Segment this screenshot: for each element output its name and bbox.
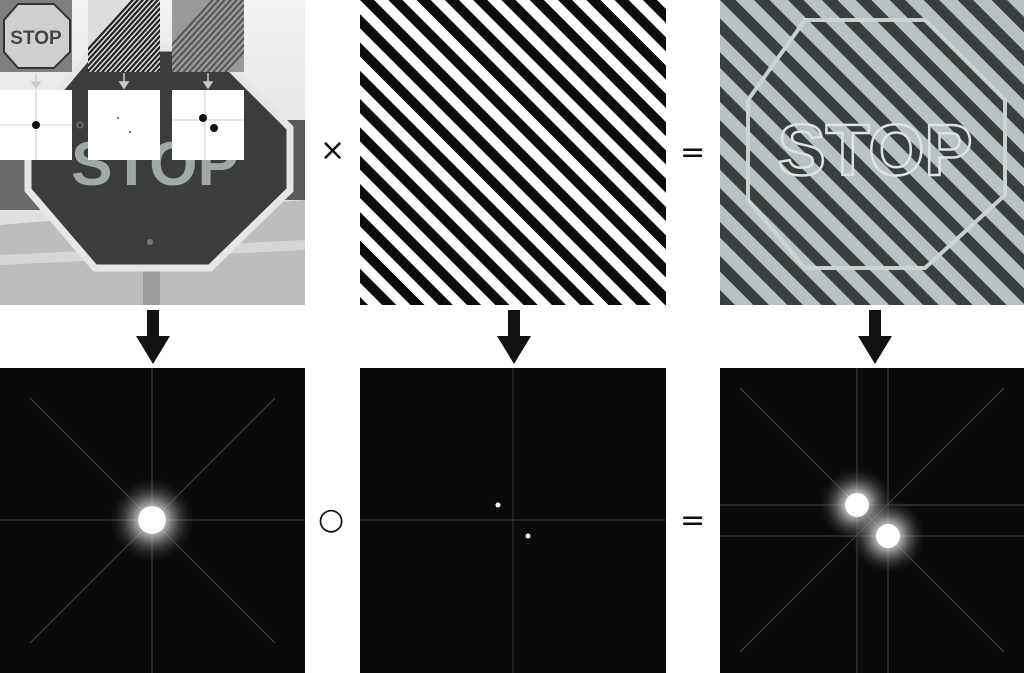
inset-grating-thumbnail (88, 0, 160, 72)
product-spectrum (720, 368, 1024, 673)
stop-sign-photo-panel: STOP STOP (0, 0, 305, 305)
convolve-operator: ○ (318, 502, 345, 537)
multiply-operator: × (320, 133, 346, 168)
product-image: STOP (720, 0, 1024, 305)
product-sign-text: STOP (778, 111, 973, 191)
spectrum-peak (525, 533, 531, 539)
product-spectrum-panel (720, 368, 1024, 673)
inset-product-thumbnail (172, 0, 244, 72)
inset-stop-sign-thumbnail: STOP (0, 0, 72, 72)
stop-sign-spectrum-panel (0, 368, 305, 673)
grating-spectrum-panel (360, 368, 666, 673)
arrow-down-icon (136, 310, 170, 364)
arrow-down-icon (497, 310, 531, 364)
stop-sign-photo: STOP STOP (0, 0, 305, 305)
spectrum-peak (495, 502, 501, 508)
inset-sign-text: STOP (10, 28, 62, 49)
arrow-down-icon (858, 310, 892, 364)
grating-spectrum (360, 368, 666, 673)
grating-image (360, 0, 666, 305)
grating-panel (360, 0, 666, 305)
equals-operator-bottom: = (680, 503, 706, 538)
product-image-panel: STOP (720, 0, 1024, 305)
equals-operator-top: = (680, 135, 706, 170)
stop-sign-spectrum (0, 368, 305, 673)
inset-spectrum-thumbnails (0, 90, 244, 160)
